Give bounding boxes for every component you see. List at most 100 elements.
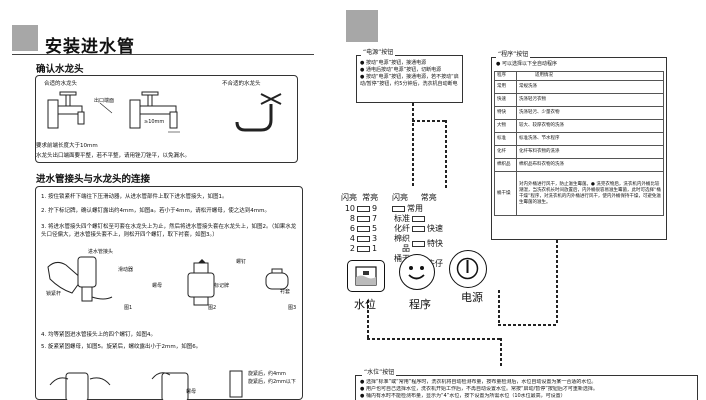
program-ind-row: 标准	[390, 214, 443, 224]
figure-3-illustration	[265, 268, 289, 290]
water-line-2: ● 用户也可自己选择水位，洗衣机开始工作后，不再自动设置水位。常按“启动/暂停”…	[360, 386, 598, 392]
power-label: 电源	[461, 291, 483, 304]
program-intro: ● 可以选择以下全自动程序	[496, 61, 557, 67]
program-desc: 化纤布料衣物的洗涤	[516, 145, 664, 159]
program-name: 大物	[494, 119, 517, 133]
header-program: 程序	[494, 71, 517, 81]
fig-label-fig3: 图3	[288, 305, 297, 311]
water-level-label: 水位	[354, 298, 376, 311]
program-steady: 牛仔	[427, 259, 443, 268]
program-name: 棉织品	[494, 158, 517, 172]
head-flash-right: 闪亮	[392, 193, 408, 202]
fig-label-screw: 螺钉	[236, 259, 247, 265]
unsuitable-label: 不合适的水龙头	[222, 81, 261, 87]
program-desc: 较大、较厚衣物的洗涤	[516, 119, 664, 133]
table-row: 大物较大、较厚衣物的洗涤	[494, 119, 664, 133]
program-steady: 常用	[407, 204, 423, 213]
fig-label-fig1: 图1	[124, 305, 133, 311]
level-steady: 3	[372, 234, 378, 243]
power-line-3: ● 按动“电源”按钮，接通电源，若不按动“启动/暂停”按钮，约5分钟后，洗衣机自…	[360, 74, 459, 87]
connector-water-h	[367, 338, 501, 340]
head-steady-left: 常亮	[362, 193, 379, 202]
fig-label-inlet-joint: 进水管接头	[88, 249, 114, 255]
level-indicator	[357, 236, 370, 242]
water-level-icon	[355, 266, 377, 286]
head-flash-left: 闪亮	[341, 193, 357, 202]
connector-program-h	[498, 324, 558, 326]
page-title: 安装进水管	[45, 37, 135, 57]
figure-5-illustration	[151, 372, 189, 400]
program-table: 程序 适用情况 常用常规洗涤 快速洗涤轻污衣物 特快洗涤轻污、少量衣物 大物较大…	[494, 71, 664, 216]
confirm-heading: 确认水龙头	[36, 64, 84, 75]
program-box-title: “程序”按钮	[496, 49, 531, 58]
level-indicator	[357, 246, 370, 252]
program-desc: 洗涤轻污、少量衣物	[516, 106, 664, 120]
power-button[interactable]	[449, 250, 487, 288]
program-desc: 标准洗涤、节水程序	[516, 132, 664, 146]
connect-box: 1. 按住锁紧杆下端往下压滑动器，从进水管部件上取下进水管接头，如图1。 2. …	[35, 186, 303, 400]
table-row: 标准标准洗涤、节水程序	[494, 132, 664, 146]
step-3: 3. 将进水管接头四个螺钉松至可套在水龙头上为止，然后将进水管接头套在水龙头上，…	[41, 224, 297, 238]
faucet-note-2: 水龙头出口端面要平整，若不平整，请用锉刀锉平，以免漏水。	[36, 153, 191, 159]
program-table-wrap: 程序 适用情况 常用常规洗涤 快速洗涤轻污衣物 特快洗涤轻污、少量衣物 大物较大…	[494, 71, 664, 216]
program-name: 桶干燥	[494, 171, 517, 216]
program-desc: 洗涤轻污衣物	[516, 93, 664, 107]
fig-label-tag: 标记牌	[214, 283, 230, 289]
program-ind-row: 棉织品特快	[390, 234, 443, 254]
connector-program-down	[556, 240, 558, 324]
title-rule	[12, 54, 314, 55]
table-row: 桶干燥对内外桶进行风干，防止滋生霉菌。● 洗完衣物后，洗衣机内外桶比较潮湿，当洗…	[494, 171, 664, 216]
program-indicator	[392, 206, 405, 212]
figure-6-illustration	[229, 370, 243, 398]
program-flash: 标准	[394, 214, 410, 223]
fig-label-fig2: 图2	[208, 305, 217, 311]
power-box-title: “电源”按钮	[361, 47, 396, 56]
corner-square-left	[12, 25, 38, 51]
program-info-box: “程序”按钮 ● 可以选择以下全自动程序 程序 适用情况 常用常规洗涤 快速洗涤…	[491, 49, 667, 240]
fig-label-sleeve: 衬套	[280, 289, 291, 295]
outlet-label: 出口端面	[94, 98, 115, 104]
connector-water-v2	[500, 338, 502, 368]
program-desc: 常规洗涤	[516, 80, 664, 94]
level-steady: 5	[372, 224, 378, 233]
size-label: ≥10mm	[144, 119, 165, 125]
level-flash: 2	[349, 244, 355, 253]
water-level-button[interactable]	[347, 260, 385, 292]
program-name: 常用	[494, 80, 517, 94]
panel-head-left: 闪亮 常亮	[341, 193, 378, 203]
power-line-1: ● 按动“电源”按钮，接通电源	[360, 60, 427, 66]
fig-label-nut-2: 螺母	[186, 389, 197, 395]
suitable-faucet-illustration	[47, 91, 180, 133]
program-desc: 棉织品布料衣物的洗涤	[516, 158, 664, 172]
program-steady: 特快	[427, 239, 443, 248]
smiley-icon	[408, 266, 425, 280]
suitable-label: 合适的水龙头	[44, 81, 78, 87]
fig-label-lock-rod: 锁紧杆	[46, 291, 62, 297]
level-indicator	[357, 206, 370, 212]
water-line-3: ● 桶内有水时不能检测布量，显示为“4”水位，按下设置为所需水位（10水位最高，…	[360, 393, 566, 399]
program-name: 快速	[494, 93, 517, 107]
level-flash: 6	[349, 224, 355, 233]
level-steady: 9	[372, 204, 378, 213]
program-ind-row: 化纤快速	[390, 224, 443, 234]
program-flash: 化纤	[394, 224, 410, 233]
table-row: 化纤化纤布料衣物的洗涤	[494, 145, 664, 159]
fig-label-after-tight-1: 旋紧后，约4mm	[248, 371, 286, 377]
program-name: 特快	[494, 106, 517, 120]
figure-1-illustration	[47, 256, 113, 302]
program-button[interactable]	[399, 254, 435, 290]
faucet-note-1: 要求前端长度大于10mm	[36, 143, 98, 149]
program-name: 化纤	[494, 145, 517, 159]
power-info-box: “电源”按钮 ● 按动“电源”按钮，接通电源 ● 通电后按动“电源”按钮，切断电…	[356, 47, 463, 103]
water-line-1: ● 选择“标准”或“常用”程序时，洗衣机将自动检测布量，按布量检测后，水位自动设…	[360, 379, 597, 385]
head-steady-right: 常亮	[420, 193, 437, 202]
table-row: 特快洗涤轻污、少量衣物	[494, 106, 664, 120]
program-label: 程序	[409, 298, 431, 311]
